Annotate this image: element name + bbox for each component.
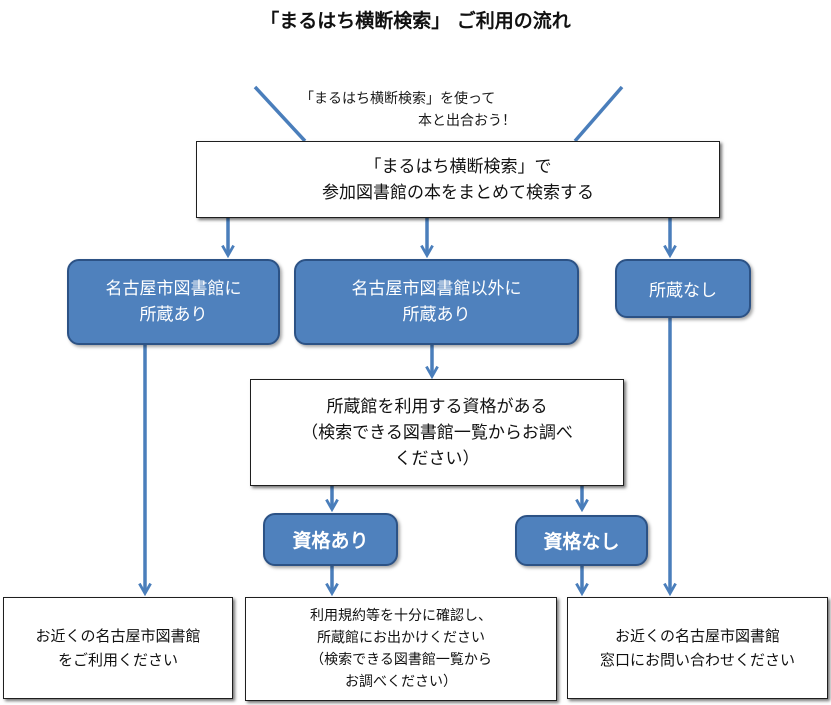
other-holds-node: 名古屋市図書館以外に 所蔵あり xyxy=(294,259,579,345)
result-nagoya-box: お近くの名古屋市図書館 をご利用ください xyxy=(3,597,233,699)
not-held-node: 所蔵なし xyxy=(615,259,751,318)
not-qualified-node: 資格なし xyxy=(515,515,648,566)
qualified-node: 資格あり xyxy=(263,513,398,566)
funnel-line-right xyxy=(573,85,624,143)
result-counter-box: お近くの名古屋市図書館 窓口にお問い合わせください xyxy=(567,597,828,699)
intro-line-2: 本と出合おう！ xyxy=(418,113,516,129)
funnel-line-left xyxy=(253,85,307,143)
search-step-box: 「まるはち横断検索」で 参加図書館の本をまとめて検索する xyxy=(196,141,720,218)
intro-caption: 「まるはち横断検索」を使って 本と出合おう！ xyxy=(300,88,570,132)
result-qualified-box: 利用規約等を十分に確認し、 所蔵館にお出かけください （検索できる図書館一覧から… xyxy=(245,597,557,701)
intro-line-1: 「まるはち横断検索」を使って xyxy=(300,91,496,107)
eligibility-box: 所蔵館を利用する資格がある （検索できる図書館一覧からお調べ ください） xyxy=(250,379,624,486)
nagoya-holds-node: 名古屋市図書館に 所蔵あり xyxy=(67,259,280,345)
page-title: 「まるはち横断検索」 ご利用の流れ xyxy=(260,10,571,32)
